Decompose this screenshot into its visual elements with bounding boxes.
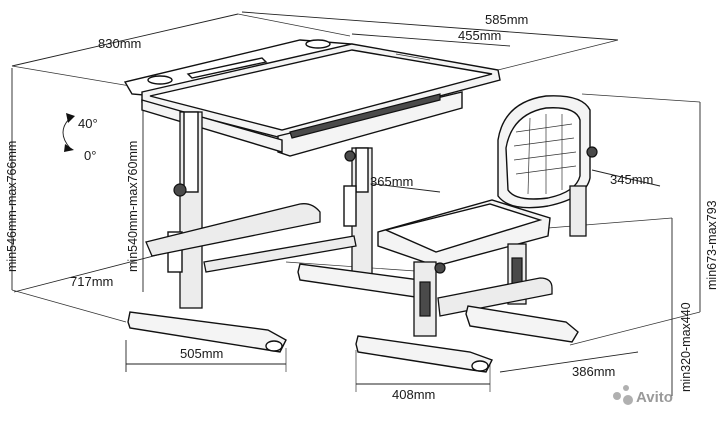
shelf-pen-groove — [186, 57, 268, 79]
ext-line-673-top — [581, 93, 701, 103]
desk-apron — [141, 99, 283, 153]
backrest-slots — [513, 114, 577, 195]
watermark-text: Avito — [636, 389, 673, 406]
label-chair-foot-depth: 386mm — [572, 364, 615, 379]
watermark: Avito — [613, 385, 673, 406]
label-desk-height-range: min546mm-max766mm — [5, 141, 19, 272]
desk-tabletop-surface — [149, 49, 493, 131]
label-chair-foot-length: 408mm — [392, 387, 435, 402]
backrest-knob — [586, 146, 598, 158]
label-desk-inner-height-range: min540mm-max760mm — [126, 141, 140, 272]
label-knee-clearance: 365mm — [370, 174, 413, 189]
ext-line-320-top — [547, 217, 673, 229]
chair-crossbar — [437, 277, 553, 317]
tabletop-handle — [395, 53, 431, 61]
tilt-arrow — [62, 113, 75, 152]
label-base-depth: 717mm — [70, 274, 113, 289]
label-tabletop-depth: 455mm — [458, 28, 501, 43]
seat-knob — [434, 262, 446, 274]
desk-side-clip-right — [343, 185, 357, 227]
desk-height-knob-left — [173, 183, 187, 197]
shelf-cup-left — [147, 75, 173, 85]
desk-foot-left-cap — [265, 340, 283, 352]
dim-line-455 — [351, 33, 511, 47]
desk — [123, 39, 501, 353]
label-seat-height-range: min320-max440 — [679, 302, 693, 392]
chair — [355, 95, 598, 373]
label-tilt-min: 0° — [84, 148, 96, 163]
desk-leg-right-inner — [355, 147, 369, 193]
desk-height-knob-right — [344, 150, 356, 162]
label-desk-foot-length: 505mm — [180, 346, 223, 361]
chair-foot-front — [355, 335, 493, 373]
dimension-labels: 830mm 585mm 455mm 40° 0° min546mm-max766… — [5, 12, 719, 402]
chair-seat-top — [383, 203, 543, 253]
label-chair-back-width: 345mm — [610, 172, 653, 187]
dim-line-345 — [591, 169, 661, 187]
desk-crossbar-lower — [203, 235, 357, 273]
ext-line-673-bottom — [569, 311, 701, 346]
tilt-arrow-head-top — [66, 113, 75, 123]
chair-foot-back — [465, 305, 579, 343]
desk-foot-left — [127, 311, 287, 353]
tilt-arc — [62, 117, 71, 149]
ext-line-585-right — [497, 39, 619, 71]
label-desk-depth: 585mm — [485, 12, 528, 27]
ext-line-830-right — [237, 13, 351, 37]
label-tilt-max: 40° — [78, 116, 98, 131]
dim-line-585 — [241, 11, 619, 41]
drawer-opening — [289, 93, 441, 139]
label-desk-width: 830mm — [98, 36, 141, 51]
ext-line-830-left — [11, 65, 131, 87]
chair-foot-front-cap — [471, 360, 489, 372]
chair-back-support — [569, 185, 587, 237]
chair-height-lock-left — [419, 281, 431, 317]
tilt-arrow-head-bottom — [64, 144, 74, 152]
shelf-cup-right — [305, 39, 331, 49]
desk-crossbar-upper — [145, 203, 321, 257]
dim-line-830 — [11, 13, 239, 67]
label-chair-height-range: min673-max793 — [705, 200, 719, 290]
ext-line-546-bottom — [11, 289, 127, 323]
dim-line-386 — [499, 351, 639, 373]
desk-leg-left-inner — [183, 111, 199, 193]
